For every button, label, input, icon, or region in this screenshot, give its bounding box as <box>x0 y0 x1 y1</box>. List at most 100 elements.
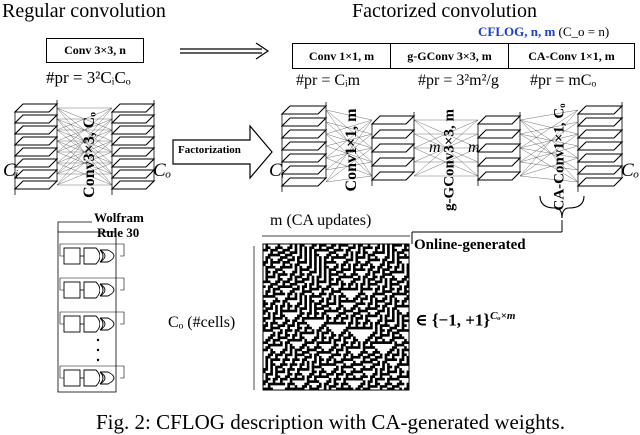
ca-cell <box>365 346 368 349</box>
ca-cell <box>379 375 383 379</box>
ca-cell <box>275 280 278 284</box>
ca-cell <box>348 246 351 250</box>
layer-label-gconv: g-GConv3×3, m <box>441 109 458 211</box>
ca-cell <box>318 292 322 296</box>
ca-cell <box>309 270 312 274</box>
ca-cell <box>297 263 300 267</box>
ca-cell <box>362 282 366 286</box>
ca-cell <box>406 387 410 391</box>
ca-cell <box>318 263 322 267</box>
ca-cell <box>391 256 395 259</box>
ca-cell <box>297 387 300 391</box>
ca-cell <box>355 346 359 349</box>
ca-cell <box>311 348 315 352</box>
ca-cell <box>294 338 298 342</box>
ca-cell <box>284 348 288 352</box>
ca-cell <box>323 370 327 374</box>
ca-cell <box>379 370 383 374</box>
ca-cell <box>333 341 337 344</box>
ca-cell <box>331 261 334 264</box>
ca-cell <box>406 372 410 376</box>
ca-cell <box>270 307 273 310</box>
ca-cell <box>314 377 317 381</box>
ca-cell <box>362 297 366 301</box>
ca-cell <box>299 321 303 325</box>
ca-cell <box>270 302 273 306</box>
ca-cell <box>406 314 410 318</box>
ca-cell <box>367 319 371 323</box>
ca-cell <box>350 358 354 361</box>
ca-cell <box>367 278 371 281</box>
ca-cell <box>309 348 312 352</box>
ca-cell <box>338 304 342 308</box>
ca-cell <box>289 251 293 254</box>
ca-cell <box>331 302 334 306</box>
ca-cell <box>267 329 271 332</box>
ca-cell <box>350 343 354 347</box>
ca-cell <box>367 287 371 291</box>
ca-cell <box>267 372 271 376</box>
ca-cell <box>267 343 271 347</box>
ca-cell <box>306 341 310 344</box>
ca-cell <box>331 290 334 293</box>
connection <box>519 147 579 183</box>
ca-cell <box>379 309 383 313</box>
ca-cell <box>284 334 288 337</box>
ca-cell <box>309 246 312 250</box>
ca-cell <box>340 299 344 303</box>
ca-cell <box>328 297 332 301</box>
ca-cell <box>357 317 361 320</box>
ca-cell <box>396 353 400 357</box>
ca-cell <box>353 355 356 359</box>
ca-cell <box>314 244 317 247</box>
ca-cell <box>277 338 281 342</box>
ca-cell <box>265 346 269 349</box>
ca-cell <box>314 314 317 318</box>
connection <box>519 133 579 147</box>
ca-cell <box>331 331 334 335</box>
ca-cell <box>328 309 332 313</box>
ca-cell <box>372 346 376 349</box>
ca-cell <box>399 292 402 296</box>
ca-cell <box>345 287 349 291</box>
ca-cell <box>299 368 303 371</box>
ca-cell <box>263 309 266 313</box>
ca-cell <box>379 334 383 337</box>
ca-cell <box>270 353 273 357</box>
ca-cell <box>362 275 366 279</box>
ca-cell <box>387 244 390 247</box>
ca-cell <box>299 251 303 254</box>
ca-cell <box>370 299 373 303</box>
ca-cell <box>331 372 334 376</box>
ca-cell <box>370 258 373 262</box>
ca-cell <box>299 265 303 269</box>
ca-cell <box>277 285 281 288</box>
ca-cell <box>282 363 286 366</box>
ca-cell <box>401 321 405 325</box>
ca-cell <box>301 360 305 364</box>
ca-cell <box>389 375 393 379</box>
ca-cell <box>314 317 317 320</box>
ca-cell <box>314 307 317 310</box>
ca-cell <box>406 358 410 361</box>
ca-cell <box>321 336 325 340</box>
layer-plane <box>110 125 156 135</box>
ca-cell <box>316 341 320 344</box>
ca-cell <box>343 370 346 374</box>
ca-cell <box>401 319 405 323</box>
ca-cell <box>292 346 295 349</box>
ca-cell <box>348 265 351 269</box>
ca-cell <box>374 248 378 252</box>
ca-cell <box>350 365 354 369</box>
ca-cell <box>404 304 407 308</box>
ca-cell <box>340 263 344 267</box>
ca-cell <box>282 351 286 354</box>
ca-cell <box>275 287 278 291</box>
ca-cell <box>340 275 344 279</box>
ca-cell <box>396 290 400 293</box>
ca-cell <box>355 253 359 257</box>
layer-plane <box>370 115 416 125</box>
ca-cell <box>394 304 398 308</box>
ca-cell <box>355 285 359 288</box>
ca-cell <box>394 336 398 340</box>
